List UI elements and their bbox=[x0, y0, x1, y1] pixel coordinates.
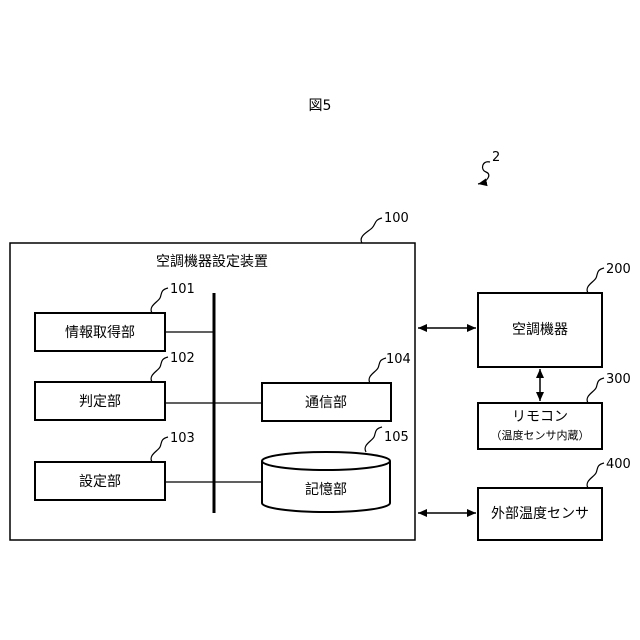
comm-unit-label: 通信部 bbox=[305, 395, 347, 411]
device-ref-leader bbox=[361, 218, 382, 243]
figure-title: 図5 bbox=[309, 98, 332, 114]
info-ref-leader bbox=[151, 288, 168, 313]
device-ref: 100 bbox=[384, 211, 409, 226]
remote-label: リモコン bbox=[512, 409, 568, 425]
remote-ref: 300 bbox=[606, 372, 631, 387]
system-ref: 2 bbox=[492, 150, 500, 165]
info-unit-label: 情報取得部 bbox=[65, 324, 135, 341]
system-ref-leader bbox=[478, 162, 490, 184]
remote-ref-leader bbox=[587, 378, 604, 403]
judge-unit-label: 判定部 bbox=[79, 394, 121, 410]
storage-cylinder-top bbox=[262, 452, 390, 470]
setting-unit-label: 設定部 bbox=[79, 474, 121, 490]
setting-ref-leader bbox=[151, 437, 168, 462]
storage-unit-label: 記憶部 bbox=[305, 481, 347, 498]
sensor-label: 外部温度センサ bbox=[491, 506, 589, 522]
device-label: 空調機器設定装置 bbox=[156, 254, 268, 270]
comm-unit-ref: 104 bbox=[386, 352, 411, 367]
sensor-ref: 400 bbox=[606, 457, 631, 472]
judge-unit-ref: 102 bbox=[170, 351, 195, 366]
comm-ref-leader bbox=[369, 358, 386, 383]
setting-unit-ref: 103 bbox=[170, 431, 195, 446]
storage-ref-leader bbox=[365, 427, 382, 452]
remote-sublabel: （温度センサ内蔵） bbox=[491, 428, 590, 442]
ac-ref: 200 bbox=[606, 262, 631, 277]
storage-unit-ref: 105 bbox=[384, 430, 409, 445]
judge-ref-leader bbox=[151, 357, 168, 382]
info-unit-ref: 101 bbox=[170, 282, 195, 297]
ac-label: 空調機器 bbox=[512, 322, 568, 338]
ac-ref-leader bbox=[587, 268, 604, 293]
sensor-ref-leader bbox=[587, 463, 604, 488]
